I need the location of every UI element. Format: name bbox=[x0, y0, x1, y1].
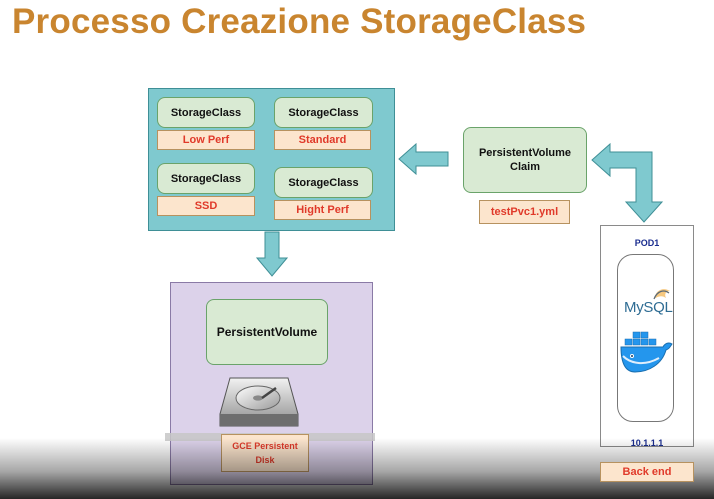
back-end-tag: Back end bbox=[600, 462, 694, 482]
storage-class-tag-ssd: SSD bbox=[157, 196, 255, 216]
storage-class-box-hight-perf: StorageClass bbox=[274, 167, 373, 198]
storage-class-tag-label: Low Perf bbox=[182, 134, 230, 146]
pvc-box: PersistentVolume Claim bbox=[463, 127, 587, 193]
storage-class-tag-standard: Standard bbox=[274, 130, 371, 150]
pvc-file-label: testPvc1.yml bbox=[490, 206, 559, 218]
mysql-logo-icon: MySQL bbox=[624, 285, 674, 323]
storage-class-box-standard: StorageClass bbox=[274, 97, 373, 128]
pv-box: PersistentVolume bbox=[206, 299, 328, 365]
storage-class-label: StorageClass bbox=[170, 172, 242, 185]
page-title: Processo Creazione StorageClass bbox=[12, 2, 587, 41]
storage-class-label: StorageClass bbox=[170, 106, 242, 119]
arrow-left-icon bbox=[398, 143, 449, 175]
storage-class-label: StorageClass bbox=[288, 106, 359, 119]
pod-ip: 10.1.1.1 bbox=[630, 438, 664, 448]
storage-class-tag-hight-perf: Hight Perf bbox=[274, 200, 371, 220]
disk-label: GCE Persistent Disk bbox=[232, 441, 298, 465]
arrow-bidirectional-icon bbox=[591, 142, 664, 223]
storage-class-tag-label: Hight Perf bbox=[296, 204, 349, 216]
storage-class-tag-label: SSD bbox=[194, 200, 218, 212]
pvc-label: PersistentVolume Claim bbox=[478, 147, 572, 173]
docker-whale-icon bbox=[620, 331, 673, 373]
pv-label: PersistentVolume bbox=[216, 325, 318, 339]
storage-class-label: StorageClass bbox=[288, 176, 359, 189]
storage-class-box-ssd: StorageClass bbox=[157, 163, 255, 194]
pvc-file-tag: testPvc1.yml bbox=[479, 200, 570, 224]
storage-class-box-low-perf: StorageClass bbox=[157, 97, 255, 128]
mysql-logo-text: MySQL bbox=[624, 299, 673, 316]
hard-disk-icon bbox=[219, 377, 299, 427]
back-end-label: Back end bbox=[622, 466, 672, 478]
pod-name: POD1 bbox=[634, 238, 660, 248]
storage-class-tag-low-perf: Low Perf bbox=[157, 130, 255, 150]
storage-class-tag-label: Standard bbox=[298, 134, 347, 146]
arrow-down-icon bbox=[256, 231, 288, 277]
disk-label-box: GCE Persistent Disk bbox=[221, 434, 309, 472]
